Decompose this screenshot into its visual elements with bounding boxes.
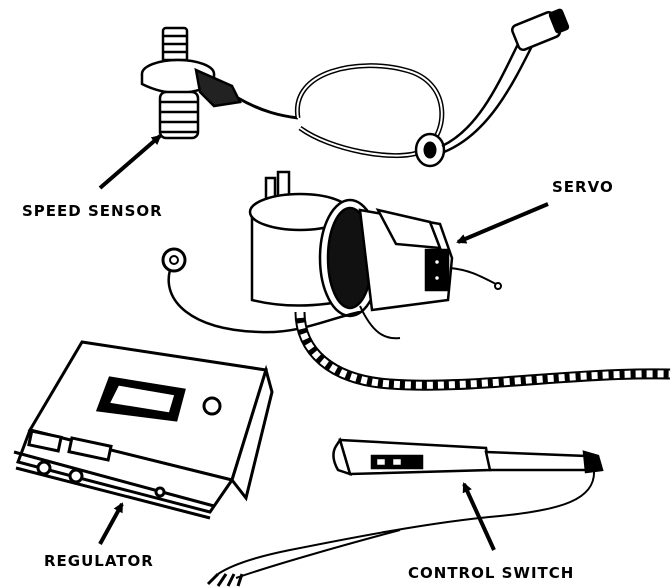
speed-sensor (140, 26, 242, 140)
servo-cable (161, 247, 671, 391)
control-switch-label: CONTROL SWITCH (408, 564, 574, 582)
regulator-label: REGULATOR (44, 552, 154, 570)
speed-sensor-label: SPEED SENSOR (22, 202, 163, 220)
regulator-arrow (98, 502, 124, 545)
speed-sensor-arrow (98, 134, 162, 190)
servo-label: SERVO (552, 178, 614, 196)
servo (248, 170, 454, 318)
control-switch (332, 437, 604, 476)
control-switch-cable (206, 469, 596, 587)
servo-arrow (456, 202, 549, 244)
regulator (13, 340, 274, 520)
control-switch-arrow (462, 482, 496, 551)
speed-sensor-cable (237, 8, 570, 168)
